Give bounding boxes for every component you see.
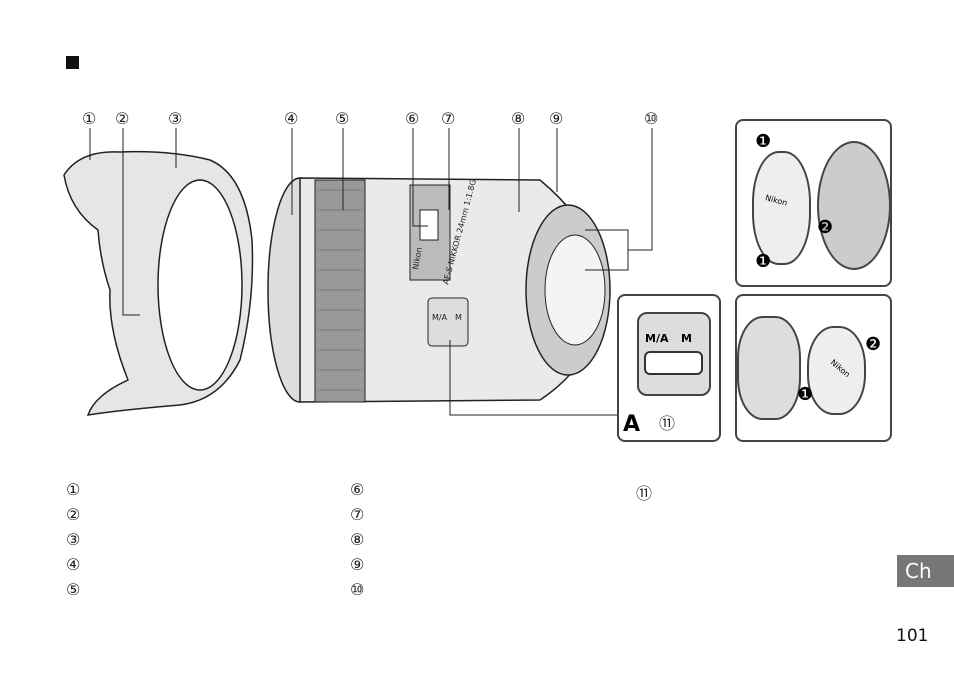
step-1-bottom: ❶ (755, 251, 772, 272)
callout-7: ⑦ (441, 109, 456, 128)
legend-10: ⑩ (350, 580, 365, 599)
legend-9: ⑨ (350, 555, 365, 574)
legend-8: ⑧ (350, 530, 365, 549)
lens-brand: Nikon (411, 247, 424, 271)
legend-5: ⑤ (66, 580, 81, 599)
legend-2: ② (66, 505, 81, 524)
callout-11: ⑪ (659, 414, 676, 433)
section-marker-square (66, 56, 79, 69)
legend-7: ⑦ (350, 505, 365, 524)
front-cap-inset: Nikon ❶ ❶ ❷ (735, 119, 892, 287)
callout-8: ⑧ (511, 109, 526, 128)
switch-label-m: M (455, 313, 462, 322)
switch-label-ma: M/A (432, 313, 448, 322)
callout-3: ③ (168, 109, 183, 128)
legend-3: ③ (66, 530, 81, 549)
callout-4: ④ (284, 109, 299, 128)
callout-2: ② (115, 109, 130, 128)
focus-mode-switch (644, 351, 703, 375)
language-tab: Ch (897, 555, 954, 587)
rear-step-1: ❶ (797, 384, 814, 405)
legend-6: ⑥ (350, 480, 365, 499)
callout-9: ⑨ (549, 109, 564, 128)
switch-detail-inset: M/A M A ⑪ (617, 294, 721, 442)
detail-label-m: M (681, 332, 692, 345)
page-number: 101 (896, 626, 929, 646)
detail-label-ma: M/A (645, 332, 669, 345)
legend-1: ① (66, 480, 81, 499)
detail-label-a: A (623, 412, 641, 437)
callout-10: ⑩ (644, 109, 659, 128)
legend-11: ⑪ (636, 484, 653, 503)
legend-4: ④ (66, 555, 81, 574)
step-2: ❷ (817, 217, 834, 238)
callout-1: ① (82, 109, 97, 128)
callout-6: ⑥ (405, 109, 420, 128)
step-1-top: ❶ (755, 131, 772, 152)
rear-cap-inset: Nikon ❷ ❶ (735, 294, 892, 442)
rear-step-2: ❷ (865, 334, 882, 355)
callout-5: ⑤ (335, 109, 350, 128)
